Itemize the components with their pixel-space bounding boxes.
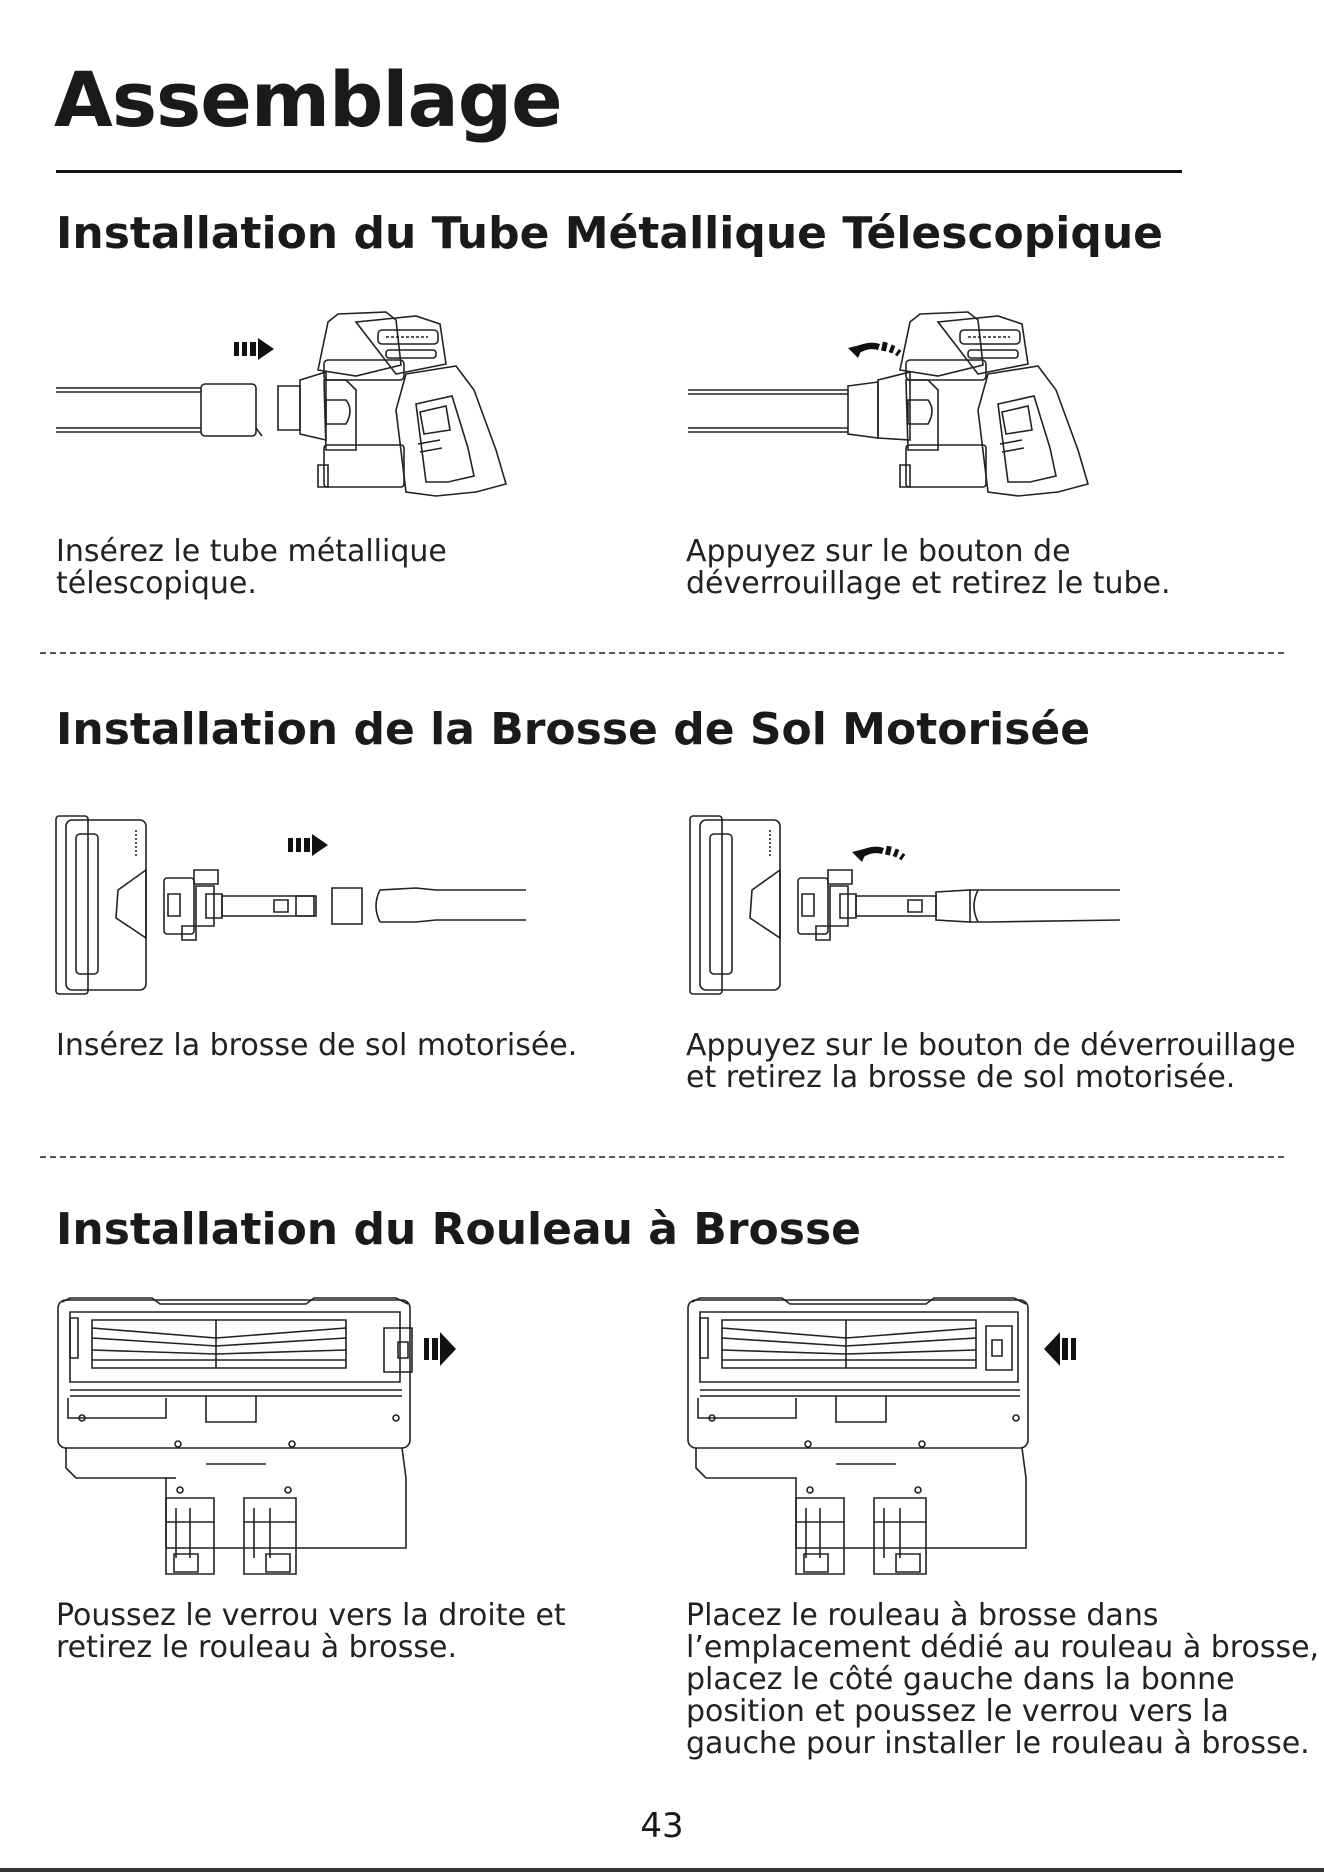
illustration-remove-brush-roll [56, 1298, 456, 1580]
illustration-release-floor-brush [690, 810, 1170, 1000]
release-arrow-curved-icon [848, 341, 902, 358]
push-arrow-left-icon [1044, 1332, 1076, 1366]
caption-install-brush-roll: Placez le rouleau à brosse dans l’emplac… [686, 1598, 1320, 1761]
caption-release-floor-brush: Appuyez sur le bouton de déverrouillage … [686, 1028, 1296, 1095]
section-divider [40, 652, 1284, 654]
push-arrow-right-icon [234, 338, 274, 360]
caption-release-tube: Appuyez sur le bouton de déverrouillage … [686, 534, 1171, 601]
illustration-insert-tube [56, 300, 536, 500]
title-rule [56, 170, 1182, 173]
illustration-install-brush-roll [686, 1298, 1076, 1580]
page-number: 43 [640, 1806, 684, 1846]
page-title: Assemblage [54, 55, 563, 144]
caption-insert-floor-brush: Insérez la brosse de sol motorisée. [56, 1028, 578, 1063]
push-arrow-right-icon [288, 834, 328, 856]
caption-remove-brush-roll: Poussez le verrou vers la droite et reti… [56, 1598, 566, 1665]
section-heading-brush-roll: Installation du Rouleau à Brosse [56, 1204, 861, 1255]
release-arrow-curved-icon [852, 845, 906, 862]
bottom-rule [0, 1868, 1324, 1872]
illustration-insert-floor-brush [56, 810, 536, 1000]
section-heading-floor-brush: Installation de la Brosse de Sol Motoris… [56, 704, 1091, 755]
section-divider [40, 1156, 1284, 1158]
illustration-release-tube [688, 300, 1168, 500]
push-arrow-right-icon [424, 1332, 456, 1366]
section-heading-telescopic-tube: Installation du Tube Métallique Télescop… [56, 208, 1164, 259]
caption-insert-tube: Insérez le tube métallique télescopique. [56, 534, 447, 601]
